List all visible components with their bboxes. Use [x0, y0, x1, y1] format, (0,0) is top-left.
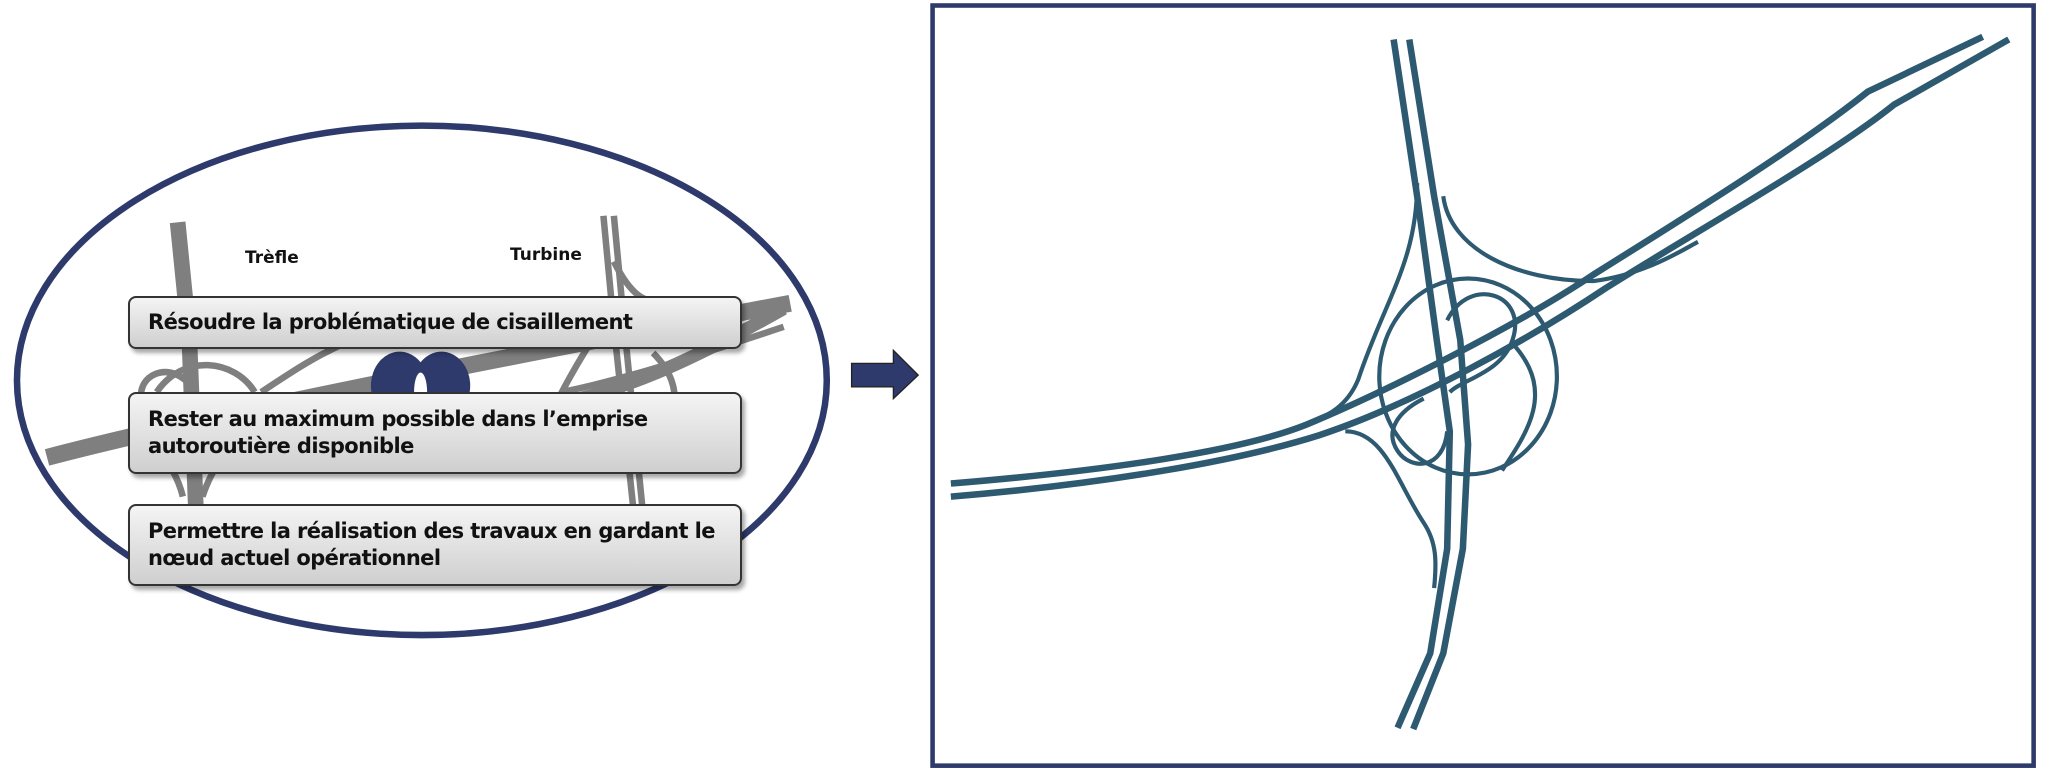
objective-box-1: Résoudre la problématique de cisaillemen… — [128, 296, 742, 349]
objective-box-2: Rester au maximum possible dans l’empris… — [128, 392, 742, 474]
label-turbine: Turbine — [510, 245, 582, 265]
objective-text: Rester au maximum possible dans l’empris… — [148, 407, 648, 458]
right-arrow-icon — [850, 348, 920, 401]
objective-text: Permettre la réalisation des travaux en … — [148, 519, 715, 570]
interchange-ramps — [1305, 183, 1699, 589]
objective-box-3: Permettre la réalisation des travaux en … — [128, 504, 742, 586]
interchange-frame — [930, 3, 2036, 768]
objectives-ellipse — [13, 122, 831, 639]
objective-text: Résoudre la problématique de cisaillemen… — [148, 310, 633, 334]
label-trefle: Trèfle — [245, 248, 299, 268]
